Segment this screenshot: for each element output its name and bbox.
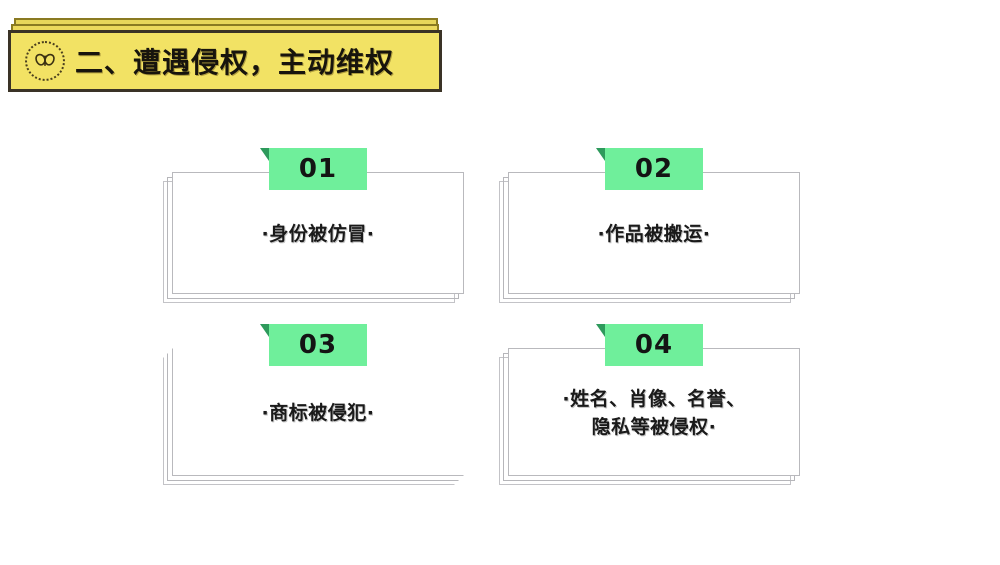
card-shadow-outer	[163, 357, 455, 485]
card-number: 01	[298, 154, 338, 184]
card-body: ·商标被侵犯·	[172, 348, 464, 476]
card-body: ·身份被仿冒·	[172, 172, 464, 294]
card-body: ·姓名、肖像、名誉、 隐私等被侵权·	[508, 348, 800, 476]
butterfly-icon	[25, 41, 65, 81]
card-label: ·身份被仿冒·	[261, 223, 375, 246]
card-label: ·姓名、肖像、名誉、 隐私等被侵权·	[562, 388, 746, 438]
card-number-badge: 02	[596, 148, 703, 190]
card-04[interactable]: ·姓名、肖像、名誉、 隐私等被侵权· 04	[499, 324, 800, 485]
page-title: 二、遭遇侵权，主动维权	[75, 46, 395, 79]
badge-fold-corner-icon	[260, 324, 269, 337]
badge-fold-corner-icon	[596, 324, 605, 337]
card-02[interactable]: ·作品被搬运· 02	[499, 148, 800, 303]
card-label: ·商标被侵犯·	[261, 402, 375, 425]
card-shadow-inner	[167, 353, 459, 481]
card-label: ·作品被搬运·	[597, 223, 711, 246]
card-number: 03	[298, 330, 338, 360]
card-number-badge: 01	[260, 148, 367, 190]
card-number-badge: 03	[260, 324, 367, 366]
card-number-badge: 04	[596, 324, 703, 366]
badge-fold-corner-icon	[596, 148, 605, 161]
header-banner: 二、遭遇侵权，主动维权	[8, 18, 448, 104]
card-number: 04	[634, 330, 674, 360]
card-body: ·作品被搬运·	[508, 172, 800, 294]
card-03[interactable]: ·商标被侵犯· 03	[163, 324, 464, 485]
card-number: 02	[634, 154, 674, 184]
card-grid: ·身份被仿冒· 01 ·作品被搬运· 02 ·商标被侵犯· 03	[163, 148, 808, 492]
badge-fold-corner-icon	[260, 148, 269, 161]
card-01[interactable]: ·身份被仿冒· 01	[163, 148, 464, 303]
header-stack-layer-front: 二、遭遇侵权，主动维权	[8, 30, 442, 92]
